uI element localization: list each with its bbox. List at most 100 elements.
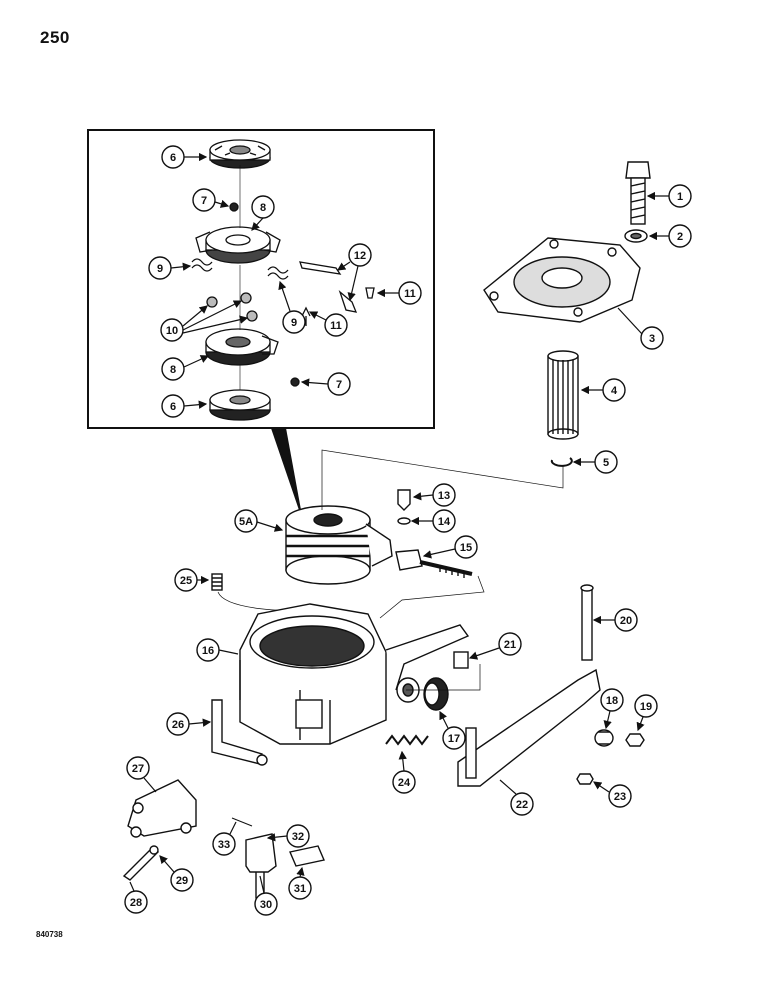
page-number: 250 [40,28,70,47]
callout-14: 14 [410,509,456,533]
springs-right [267,266,289,280]
callout-1: 1 [646,184,692,208]
callout-10: 10 [160,300,249,342]
reference-lines [321,449,564,691]
svg-text:9: 9 [291,317,297,329]
svg-text:14: 14 [438,516,451,528]
svg-text:20: 20 [620,615,632,627]
svg-text:9: 9 [157,263,163,275]
svg-text:28: 28 [130,897,142,909]
callout-15: 15 [422,535,478,559]
svg-text:15: 15 [460,542,472,554]
callout-4: 4 [580,378,626,402]
svg-text:7: 7 [201,195,207,207]
bracket [127,779,197,838]
callout-2: 2 [648,224,692,248]
callout-5: 5 [572,450,618,474]
svg-text:27: 27 [132,763,144,775]
ball-ramp-plate-upper [195,226,281,264]
callout-26: 26 [166,712,212,736]
brake-assembly [285,505,393,585]
svg-text:30: 30 [260,899,272,911]
callout-6-bottom: 6 [161,394,208,418]
callout-7-top: 7 [192,188,230,212]
svg-text:5: 5 [603,457,609,469]
svg-text:10: 10 [166,325,178,337]
svg-text:11: 11 [404,288,416,300]
svg-text:19: 19 [640,701,652,713]
svg-text:18: 18 [606,695,618,707]
callout-22: 22 [499,779,534,816]
svg-text:22: 22 [516,799,528,811]
callout-8-top: 8 [251,195,275,231]
cover-plate [483,237,641,323]
lever-arm [457,668,601,787]
callout-24: 24 [392,750,416,794]
callout-7-bottom: 7 [300,372,351,396]
callout-5a: 5A [234,509,284,533]
callout-8-bottom: 8 [161,355,210,381]
inset-parts [191,139,375,421]
svg-text:8: 8 [260,202,266,214]
splined-shaft [547,350,579,440]
svg-text:25: 25 [180,575,192,587]
svg-text:33: 33 [218,839,230,851]
svg-text:12: 12 [354,250,366,262]
ball-ramp-plate-lower [205,328,279,366]
callout-28: 28 [124,881,148,914]
callout-20: 20 [592,608,638,632]
svg-text:6: 6 [170,401,176,413]
callout-32: 32 [266,824,310,848]
callout-18: 18 [600,688,624,730]
main-parts [122,161,651,899]
callout-29: 29 [159,855,194,892]
bearing [423,677,449,711]
callout-9-mid: 9 [278,280,306,334]
svg-text:6: 6 [170,152,176,164]
svg-text:29: 29 [176,875,188,887]
callout-12: 12 [337,243,372,302]
svg-text:1: 1 [677,191,683,203]
friction-disc-bottom [209,389,271,421]
svg-text:17: 17 [448,733,460,745]
callout-11-mid: 11 [308,311,348,337]
callout-9-left: 9 [148,256,192,280]
svg-text:11: 11 [330,320,342,332]
svg-text:31: 31 [294,883,306,895]
callout-27: 27 [126,756,157,793]
svg-text:5A: 5A [239,516,253,528]
svg-text:8: 8 [170,364,176,376]
brake-housing [239,603,470,745]
callout-11-right: 11 [376,281,422,305]
callout-31: 31 [288,866,312,900]
friction-disc-top [209,139,271,169]
callout-19: 19 [634,694,658,732]
svg-text:26: 26 [172,719,184,731]
callout-23: 23 [593,781,632,808]
svg-text:3: 3 [649,333,655,345]
rod-end [395,549,473,578]
callout-3: 3 [617,307,664,350]
callout-33: 33 [212,821,237,856]
callout-25: 25 [174,568,210,592]
svg-text:2: 2 [677,231,683,243]
inset-detail-box [87,129,435,511]
callout-21: 21 [468,632,522,660]
svg-text:4: 4 [611,385,618,397]
svg-text:13: 13 [438,490,450,502]
callout-16: 16 [196,638,239,662]
callout-6-top: 6 [161,145,208,169]
callout-17: 17 [439,710,466,750]
svg-text:7: 7 [336,379,342,391]
springs-left [191,258,213,272]
svg-text:21: 21 [504,639,516,651]
callout-13: 13 [412,483,456,507]
svg-text:16: 16 [202,645,214,657]
callout-30: 30 [254,875,278,916]
svg-text:23: 23 [614,791,626,803]
svg-text:24: 24 [398,777,411,789]
bolt [625,161,651,225]
figure-code: 840738 [36,930,63,939]
svg-text:32: 32 [292,831,304,843]
